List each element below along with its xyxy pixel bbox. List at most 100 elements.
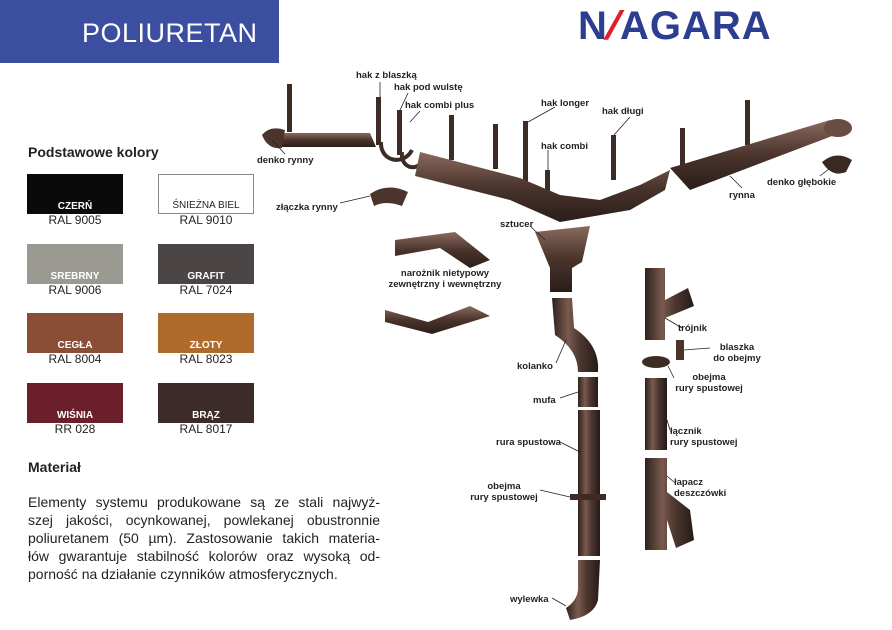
label-kolanko: kolanko [517,361,553,372]
swatch-code: RAL 9006 [48,283,102,297]
label-lacznik: łącznik rury spustowej [670,426,738,448]
label-line: rury spustowej [670,437,738,448]
deep-end-cap [822,155,852,174]
swatch-name: WIŚNIA [56,410,94,421]
clamp-plate [676,340,684,360]
corner-bottom [385,306,490,334]
label-line: rury spustowej [470,492,538,503]
label-naroznik: narożnik nietypowy zewnętrzny i wewnętrz… [386,268,504,290]
label-line: blaszka [719,342,755,353]
hook-rod [449,115,454,160]
label-hak-combi-plus: hak combi plus [405,100,475,111]
hook-rod [493,124,498,169]
gutter-joint [370,187,408,206]
label-rynna: rynna [729,190,755,201]
swatch-code: RAL 7024 [179,283,233,297]
swatch-code: RAL 9005 [48,213,102,227]
pipe-clamp [570,494,606,500]
connector-pipe [645,378,667,450]
swatch-graphite: GRAFIT [158,244,254,284]
material-line: szej jakości, ocynkowanej, powlekanej ob… [28,512,380,528]
label-rura-spustowa: rura spustowa [496,437,561,448]
logo-word: AGARA [620,4,772,48]
swatch-code: RAL 8023 [179,352,233,366]
gutter-left [270,133,376,147]
pipe-clamp-right [642,356,670,368]
label-mufa: mufa [533,395,556,406]
swatch-black: CZERŃ [27,174,123,214]
material-line: łów gwarantuje stabilność kolorów oraz w… [28,548,380,564]
hook-rod [523,121,528,183]
swatch-name: ZŁOTY [189,340,223,351]
material-heading: Materiał [28,459,81,475]
material-line: Elementy systemu produkowane są ze stali… [28,494,380,510]
label-obejma-right: obejma rury spustowej [670,372,748,394]
label-line: obejma [487,481,521,492]
label-denko-glebokie: denko głębokie [767,177,837,188]
label-line: do obejmy [713,353,761,364]
label-wylewka: wylewka [510,594,549,605]
hook-rod [680,128,685,173]
header-band [0,0,279,63]
label-lapacz: łapacz deszczówki [674,477,726,499]
material-line: poliuretanem (50 µm). Zastosowanie takic… [28,530,380,546]
label-hak-z-blaszka: hak z blaszką [356,70,417,81]
hook-rod [376,97,381,145]
page-title: POLIURETAN [82,18,258,48]
swatch-brown: BRĄZ [158,383,254,423]
label-line: narożnik nietypowy [400,268,490,279]
hooks-group [287,84,750,192]
brand-logo: N/AGARA [578,4,772,48]
label-hak-longer: hak longer [541,98,590,109]
label-line: zewnętrzny i wewnętrzny [388,279,502,290]
hook-rod [545,170,550,192]
spout [566,560,600,620]
swatch-code: RAL 8004 [48,352,102,366]
label-blaszka: blaszka do obejmy [708,342,766,364]
colors-heading: Podstawowe kolory [28,144,159,160]
label-line: rury spustowej [675,383,743,394]
label-line: obejma [692,372,726,383]
label-obejma-left: obejma rury spustowej [468,481,540,503]
label-trojnik: trójnik [678,323,708,334]
elbow [552,298,599,372]
label-line: łącznik [670,426,702,437]
branch [645,268,694,340]
swatch-name: CEGŁA [57,340,93,351]
pipe-sleeve [578,377,598,407]
label-denko-rynny: denko rynny [257,155,314,166]
downpipe [578,410,600,556]
gutter-end-left [262,128,285,149]
swatch-name: CZERŃ [57,201,93,212]
outlet [535,226,590,292]
swatch-code: RAL 9010 [179,213,233,227]
swatch-name: GRAFIT [187,271,225,282]
hook-rod [287,84,292,132]
swatch-name: BRĄZ [192,410,220,421]
gutter-end-right [824,119,852,137]
swatch-gold: ZŁOTY [158,313,254,353]
label-hak-combi: hak combi [541,141,588,152]
corner-top [395,232,490,268]
hook-rod [745,100,750,145]
material-line: porność na działanie czynników atmosfery… [28,566,338,582]
material-description: Elementy systemu produkowane są ze stali… [28,493,380,583]
label-line: łapacz [674,477,704,488]
swatch-code: RR 028 [54,422,96,436]
rain-collector [645,458,694,550]
label-hak-dlugi: hak długi [602,106,644,117]
label-sztucer: sztucer [500,219,534,230]
swatch-cherry: WIŚNIA [27,383,123,423]
swatch-name: ŚNIEŻNA BIEL [172,200,240,211]
hook-curve [378,141,414,162]
label-hak-pod-wulste: hak pod wulstę [394,82,463,93]
gutter-right [670,120,848,190]
swatch-code: RAL 8017 [179,422,233,436]
swatch-silver: SREBRNY [27,244,123,284]
swatch-name: SREBRNY [50,271,100,282]
hook-rod [611,135,616,180]
label-zlaczka-rynny: złączka rynny [276,202,338,213]
gutter-middle [415,152,670,222]
logo-letter: N [578,4,608,48]
